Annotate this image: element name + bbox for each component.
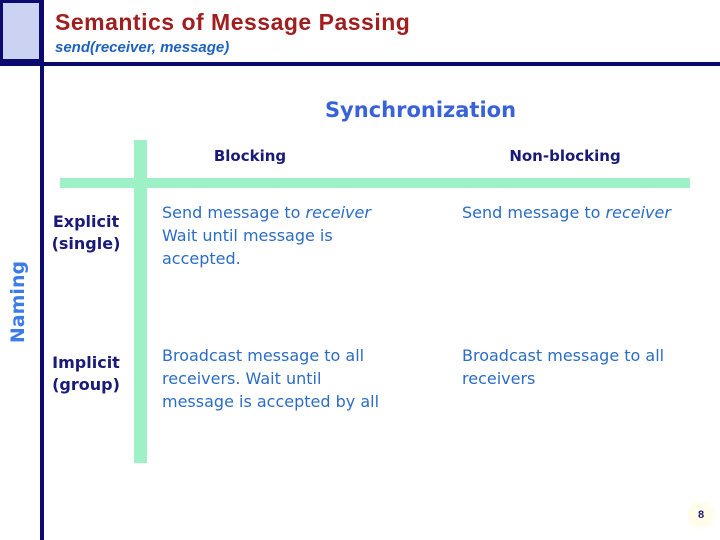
slide-subtitle: send(receiver, message) <box>55 39 230 56</box>
matrix-cell-nonblocking-explicit: Send message to receiver <box>462 201 707 224</box>
matrix-horizontal-bar <box>60 178 690 188</box>
left-border-line <box>40 0 44 540</box>
cell-text: Broadcast message to all <box>162 346 365 365</box>
matrix-vertical-bar <box>134 140 147 463</box>
row-header-explicit: Explicit (single) <box>40 211 132 255</box>
cell-text-italic: receiver <box>605 203 671 222</box>
page-number: 8 <box>692 506 711 524</box>
slide-title: Semantics of Message Passing <box>55 9 411 35</box>
row-header-sublabel: (single) <box>51 234 121 253</box>
matrix-cell-blocking-implicit: Broadcast message to all receivers. Wait… <box>162 344 477 413</box>
matrix-cell-blocking-explicit: Send message to receiver Wait until mess… <box>162 201 462 270</box>
cell-text: receivers <box>462 369 536 388</box>
cell-text: Send message to <box>162 203 306 222</box>
header-divider-line <box>0 62 720 66</box>
row-header-sublabel: (group) <box>52 375 120 394</box>
cell-text: accepted. <box>162 249 241 268</box>
row-header-implicit: Implicit (group) <box>40 352 132 396</box>
cell-text: Wait until message is <box>162 226 333 245</box>
cell-text: Broadcast message to all <box>462 346 665 365</box>
synchronization-axis-title: Synchronization <box>324 98 517 122</box>
cell-text: receivers. Wait until <box>162 369 322 388</box>
row-header-label: Implicit <box>52 353 120 372</box>
naming-axis-title: Naming <box>7 260 29 344</box>
matrix-cell-nonblocking-implicit: Broadcast message to all receivers <box>462 344 707 390</box>
title-accent-square <box>0 0 42 62</box>
column-header-non-blocking: Non-blocking <box>509 147 621 165</box>
column-header-blocking: Blocking <box>213 147 287 165</box>
cell-text-italic: receiver <box>305 203 371 222</box>
cell-text: message is accepted by all <box>162 392 380 411</box>
row-header-label: Explicit <box>52 212 120 231</box>
cell-text: Send message to <box>462 203 606 222</box>
